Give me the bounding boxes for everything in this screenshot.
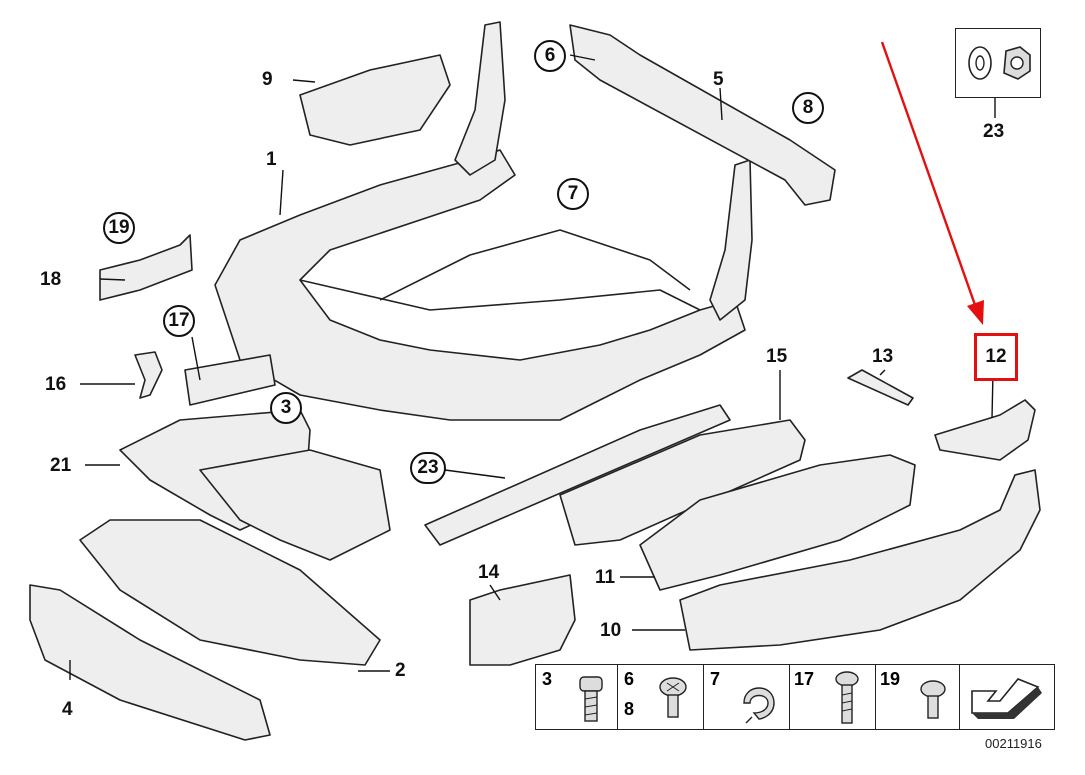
- legend-cell-19: 19: [876, 665, 960, 729]
- legend-cell-label: 19: [880, 669, 901, 689]
- legend-cell-label: 17: [794, 669, 815, 689]
- callout-3: 3: [270, 392, 302, 424]
- callout-10: 10: [600, 620, 622, 641]
- trim-end-cap-part: [934, 399, 1036, 461]
- pointer-arrow-icon: [880, 41, 984, 325]
- bolt-icon: [579, 676, 603, 722]
- legend-cell-label: 3: [542, 669, 553, 689]
- module-part: [299, 54, 451, 146]
- callout-21: 21: [50, 455, 72, 476]
- callout-6: 6: [534, 40, 566, 72]
- callout-4: 4: [62, 699, 73, 720]
- base-pan-part: [79, 519, 381, 666]
- rail-bracket-part: [184, 354, 276, 406]
- legend-cell-direction: [960, 665, 1053, 729]
- seat-rail-part: [424, 404, 731, 546]
- side-panel-inner-part: [639, 454, 916, 591]
- callout-18: 18: [40, 269, 62, 290]
- legend-cell-label: 7: [710, 669, 721, 689]
- callout-19: 19: [103, 212, 135, 244]
- washer-nut-kit-box: [955, 28, 1041, 98]
- callout-23-kit: 23: [983, 121, 1005, 142]
- callout-7: 7: [557, 178, 589, 210]
- legend-cell-label: 6: [624, 669, 635, 689]
- callout-16: 16: [45, 374, 67, 395]
- callout-5: 5: [713, 69, 724, 90]
- legend-cell-7: 7: [704, 665, 790, 729]
- clip-part: [134, 351, 163, 399]
- callout-13: 13: [872, 346, 894, 367]
- legend-cell-label-second: 8: [624, 699, 635, 719]
- legend-cell-17: 17: [790, 665, 876, 729]
- direction-arrow-icon: [971, 678, 1042, 719]
- rail-cover-part: [559, 419, 806, 546]
- callout-8: 8: [792, 92, 824, 124]
- switch-cover-part: [469, 574, 576, 666]
- bolt-part: [847, 369, 914, 406]
- legend-cell-3: 3: [536, 665, 618, 729]
- callout-15: 15: [766, 346, 788, 367]
- callout-12-highlight: 12: [974, 333, 1018, 381]
- backrest-hinge-right: [709, 159, 753, 321]
- fastener-legend: 3 6 8 7 17 19: [535, 664, 1055, 730]
- clip-icon: [743, 687, 775, 724]
- front-trim-part: [29, 584, 271, 741]
- callout-1: 1: [266, 149, 277, 170]
- callout-14: 14: [478, 562, 500, 583]
- callout-11: 11: [595, 567, 616, 588]
- screw-icon: [659, 677, 687, 718]
- seat-frame-part: [214, 149, 746, 421]
- callout-9: 9: [262, 69, 273, 90]
- callout-17: 17: [163, 305, 195, 337]
- backrest-hinge-left: [454, 21, 506, 176]
- washer-nut-icon: [968, 46, 1031, 80]
- stud-bolt-icon: [835, 671, 859, 724]
- crossbar-part: [569, 24, 836, 206]
- clip-bracket-part: [99, 234, 193, 301]
- side-panel-outer-part: [679, 469, 1041, 651]
- button-head-screw-icon: [920, 680, 946, 719]
- diagram-number: 00211916: [985, 736, 1042, 751]
- legend-cell-6-8: 6 8: [618, 665, 704, 729]
- callout-2: 2: [395, 660, 406, 681]
- callout-23: 23: [410, 452, 446, 484]
